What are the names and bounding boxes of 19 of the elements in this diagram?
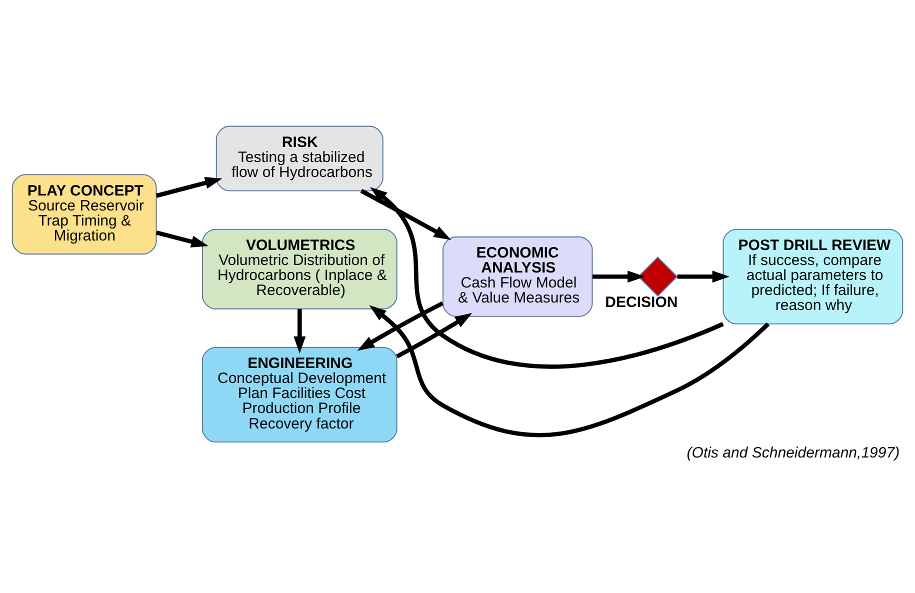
arrow xyxy=(156,230,208,248)
node-box: VOLUMETRICS Volumetric Distribution of Hydrocarbons ( Inplace & Recoverable) xyxy=(202,228,398,310)
arrow xyxy=(369,305,770,438)
arrow xyxy=(370,187,724,369)
arrow xyxy=(592,270,645,283)
node-box: ECONOMIC ANALYSIS Cash Flow Model & Value Measures xyxy=(442,236,593,317)
arrow xyxy=(357,301,444,351)
node-box: POST DRILL REVIEW If success, compare actual parameters to predicted; If failure, reason why xyxy=(722,228,904,324)
node-box: RISK Testing a stabilized flow of Hydrocarbons xyxy=(216,126,384,192)
arrow xyxy=(360,188,452,240)
node-box: PLAY CONCEPT Source Reservoir Trap Timing & Migration xyxy=(12,174,157,255)
caption: (Otis and Schneidermann,1997) xyxy=(686,444,900,462)
node-label: DECISION xyxy=(605,294,678,311)
node-box: ENGINEERING Conceptual Development Plan Facilities Cost Production Profile Recovery factor xyxy=(202,346,398,443)
arrow xyxy=(396,312,472,358)
arrow xyxy=(677,270,730,283)
node-diamond xyxy=(638,256,678,297)
arrow xyxy=(294,309,306,354)
arrow xyxy=(156,177,222,198)
